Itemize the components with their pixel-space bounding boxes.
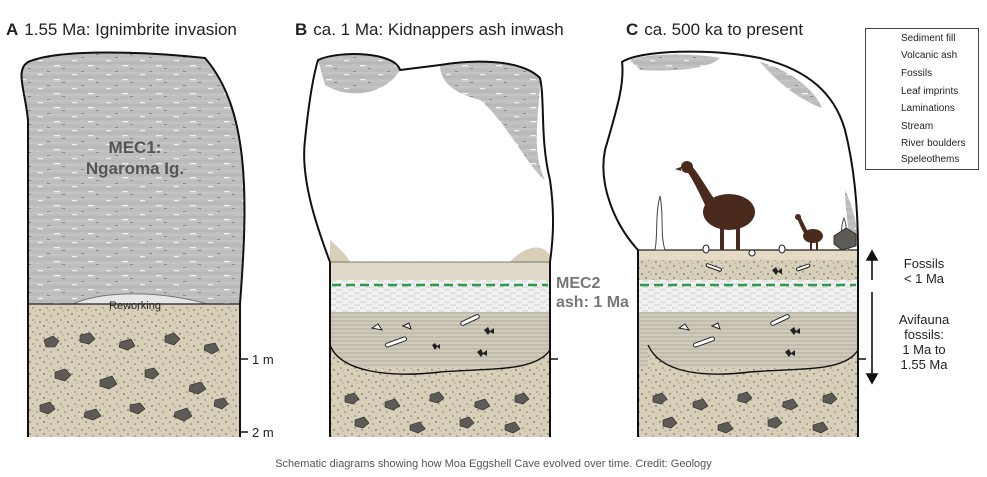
reworking-label: Reworking (109, 300, 161, 312)
panel-b-title-text: ca. 1 Ma: Kidnappers ash inwash (313, 20, 564, 39)
panel-c-speleothem-1 (654, 195, 666, 251)
avifauna-line-4: 1.55 Ma (900, 357, 948, 372)
avifauna-arrow (865, 292, 879, 385)
panel-c-surface-boulder (833, 227, 857, 251)
panel-c-small-fossils (772, 267, 800, 357)
panel-c-title-text: ca. 500 ka to present (644, 20, 804, 39)
panel-b-laminations (330, 312, 550, 368)
panel-b-small-fossils (432, 327, 494, 357)
mec2-label-line2: ash: 1 Ma (556, 294, 629, 311)
panel-b-cave-outline (303, 53, 555, 437)
panel-b-ignimbrite-remnant (318, 54, 400, 94)
legend-label: Laminations (901, 103, 955, 114)
panel-c-upper-fill (638, 260, 858, 280)
legend-label: Volcanic ash (901, 50, 958, 61)
avifauna-line-3: 1 Ma to (902, 342, 946, 357)
panel-b-letter: B (295, 20, 308, 39)
legend-box: Sediment fill Volcanic ash Fossils Leaf … (865, 28, 979, 170)
avifauna-line-1: Avifauna (898, 312, 950, 327)
panel-c-laminations (638, 312, 858, 368)
legend-label: River boulders (901, 138, 966, 149)
scale-2m-label: 2 m (252, 425, 274, 440)
figure-caption: Schematic diagrams showing how Moa Eggsh… (275, 458, 712, 470)
panel-a-diagram: 1 m 2 m MEC1: Ngaroma Ig. Reworking (20, 51, 274, 440)
fossils-young-arrow (865, 249, 879, 280)
legend-label: Sediment fill (901, 33, 956, 44)
fossils-young-line-2: < 1 Ma (903, 271, 945, 286)
panel-c-letter: C (626, 20, 639, 39)
avifauna-label: Avifauna fossils: 1 Ma to 1.55 Ma (884, 312, 964, 372)
panel-c-boulders (652, 391, 838, 434)
fossils-young-line-1: Fossils (903, 256, 945, 271)
panel-c-eggshells (702, 244, 786, 257)
panel-a-letter: A (6, 20, 19, 39)
moa-small-icon (795, 214, 823, 250)
panel-a-ignimbrite-fill (21, 52, 245, 304)
legend-label: Speleothems (901, 154, 960, 165)
panel-a-boulders (39, 332, 229, 422)
panel-b-fossils (370, 314, 480, 348)
legend-label: Stream (901, 121, 934, 132)
panel-a-title: A 1.55 Ma: Ignimbrite invasion (6, 20, 237, 40)
panel-a-cave-outline (20, 51, 246, 437)
avifauna-line-2: fossils: (904, 327, 944, 342)
fossils-young-label: Fossils < 1 Ma (884, 256, 964, 286)
mec1-label-line1: MEC1: (109, 138, 162, 157)
panel-c-cave-outline (602, 50, 859, 437)
legend-label: Fossils (901, 68, 933, 79)
scale-1m-label: 1 m (252, 352, 274, 367)
legend-label: Leaf imprints (901, 86, 959, 97)
panel-b-ignimbrite-roof (440, 61, 545, 180)
mec2-label-line1: MEC2 (556, 275, 601, 292)
panel-c-diagram (602, 50, 879, 437)
panel-b-boulders (344, 391, 530, 434)
panel-a-title-text: 1.55 Ma: Ignimbrite invasion (24, 20, 237, 39)
mec1-label-line2: Ngaroma Ig. (86, 159, 184, 178)
moa-large-icon (675, 161, 755, 250)
panel-b-diagram: MEC2 ash: 1 Ma (303, 53, 629, 437)
panel-c-fossils (677, 263, 811, 348)
